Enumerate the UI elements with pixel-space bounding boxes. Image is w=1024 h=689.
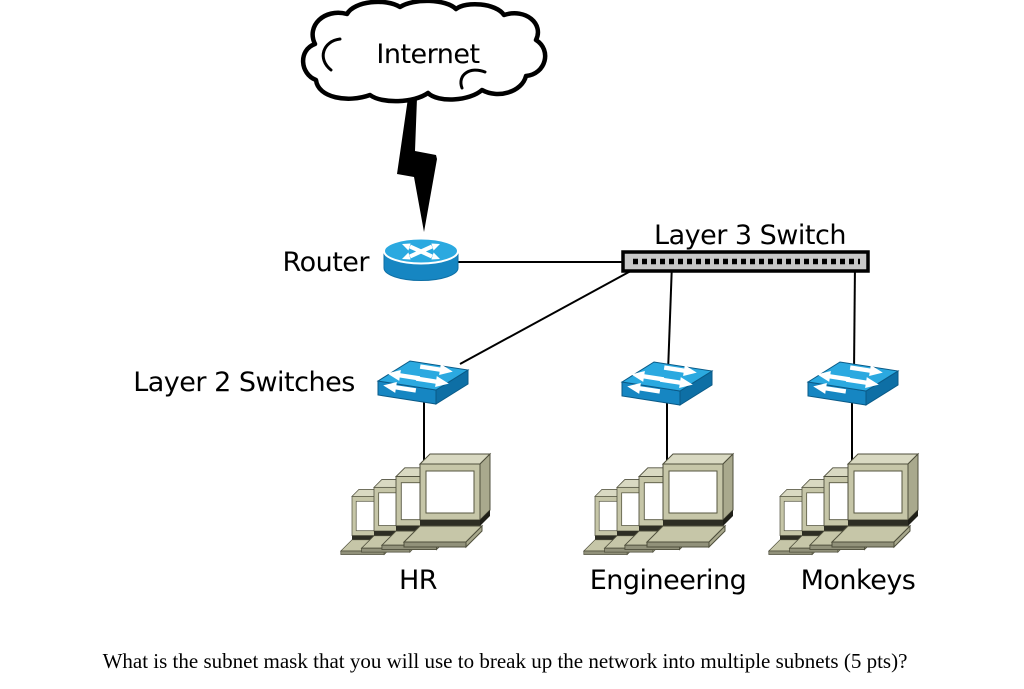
engineering-computer-group-icon	[583, 453, 734, 555]
monkeys-group-label: Monkeys	[801, 565, 916, 596]
layer2-switches-label: Layer 2 Switches	[133, 367, 355, 398]
hr-group-label: HR	[399, 565, 437, 596]
internet-cloud-icon	[300, 0, 548, 104]
link-l3switch-l2switch-2	[667, 262, 673, 373]
router-label: Router	[283, 247, 371, 278]
engineering-group-label: Engineering	[590, 565, 747, 596]
question-text: What is the subnet mask that you will us…	[103, 649, 908, 673]
link-l3switch-l2switch-3	[853, 262, 856, 373]
internet-label: Internet	[376, 39, 479, 70]
layer3-switch-label: Layer 3 Switch	[654, 220, 846, 251]
hr-computer-group-icon	[340, 453, 491, 555]
link-l3switch-l2switch-1	[459, 266, 639, 365]
layer2-switch-icon-1	[378, 361, 468, 404]
lightning-bolt-icon	[397, 98, 437, 232]
layer3-switch-icon	[621, 250, 870, 273]
layer2-switch-icon-3	[808, 362, 898, 405]
layer2-switch-icon-2	[622, 362, 712, 405]
monkeys-computer-group-icon	[768, 453, 919, 555]
router-icon	[383, 237, 459, 281]
